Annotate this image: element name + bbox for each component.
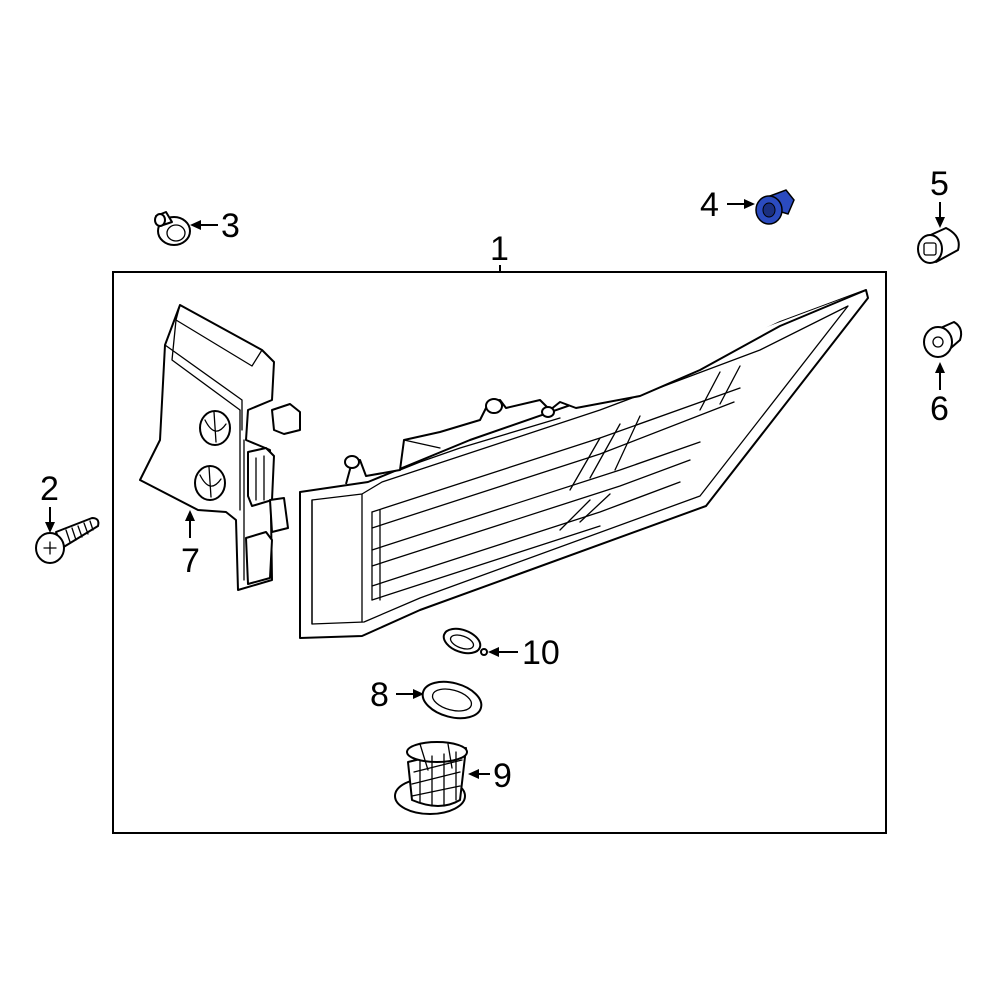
part-6-grommet[interactable] (923, 321, 963, 358)
part-1-tail-lamp[interactable] (299, 289, 869, 639)
callout-6-label: 6 (930, 390, 949, 428)
callout-5-label: 5 (930, 165, 949, 203)
callout-8[interactable]: 8 (370, 676, 424, 714)
callout-4[interactable]: 4 (700, 186, 755, 224)
callout-6-arrowhead (935, 362, 945, 373)
callout-2-label: 2 (40, 470, 59, 508)
callout-1-label: 1 (490, 230, 509, 268)
callout-3-label: 3 (221, 207, 240, 245)
part-3-clip[interactable] (154, 211, 191, 246)
part-4-push-nut-highlighted[interactable] (755, 189, 795, 225)
callout-4-label: 4 (700, 186, 719, 224)
callout-10-label: 10 (522, 634, 560, 672)
callout-10-arrowhead (488, 647, 499, 657)
callout-3-arrowhead (190, 220, 201, 230)
callout-10[interactable]: 10 (488, 634, 560, 672)
callout-4-arrowhead (744, 199, 755, 209)
callout-8-arrowhead (413, 689, 424, 699)
callout-7[interactable]: 7 (181, 510, 200, 580)
part-5-grommet[interactable] (917, 227, 960, 264)
callout-2-arrowhead (45, 522, 55, 533)
callout-7-arrowhead (185, 510, 195, 521)
callout-2[interactable]: 2 (40, 470, 59, 533)
part-8-ring-seal[interactable] (419, 676, 486, 724)
part-7-bracket[interactable] (139, 304, 301, 591)
callout-9[interactable]: 9 (468, 757, 512, 795)
part-4-hole (762, 202, 776, 218)
callout-5[interactable]: 5 (930, 165, 949, 228)
callout-1[interactable]: 1 (490, 230, 509, 272)
callout-7-label: 7 (181, 542, 200, 580)
part-2-screw[interactable] (35, 517, 100, 564)
callout-3[interactable]: 3 (190, 207, 240, 245)
part-9-socket[interactable] (394, 741, 468, 815)
callout-8-label: 8 (370, 676, 389, 714)
callout-9-label: 9 (493, 757, 512, 795)
callout-9-arrowhead (468, 769, 479, 779)
part-10-gasket[interactable] (440, 624, 488, 658)
callout-6[interactable]: 6 (930, 362, 949, 428)
callout-5-arrowhead (935, 217, 945, 228)
